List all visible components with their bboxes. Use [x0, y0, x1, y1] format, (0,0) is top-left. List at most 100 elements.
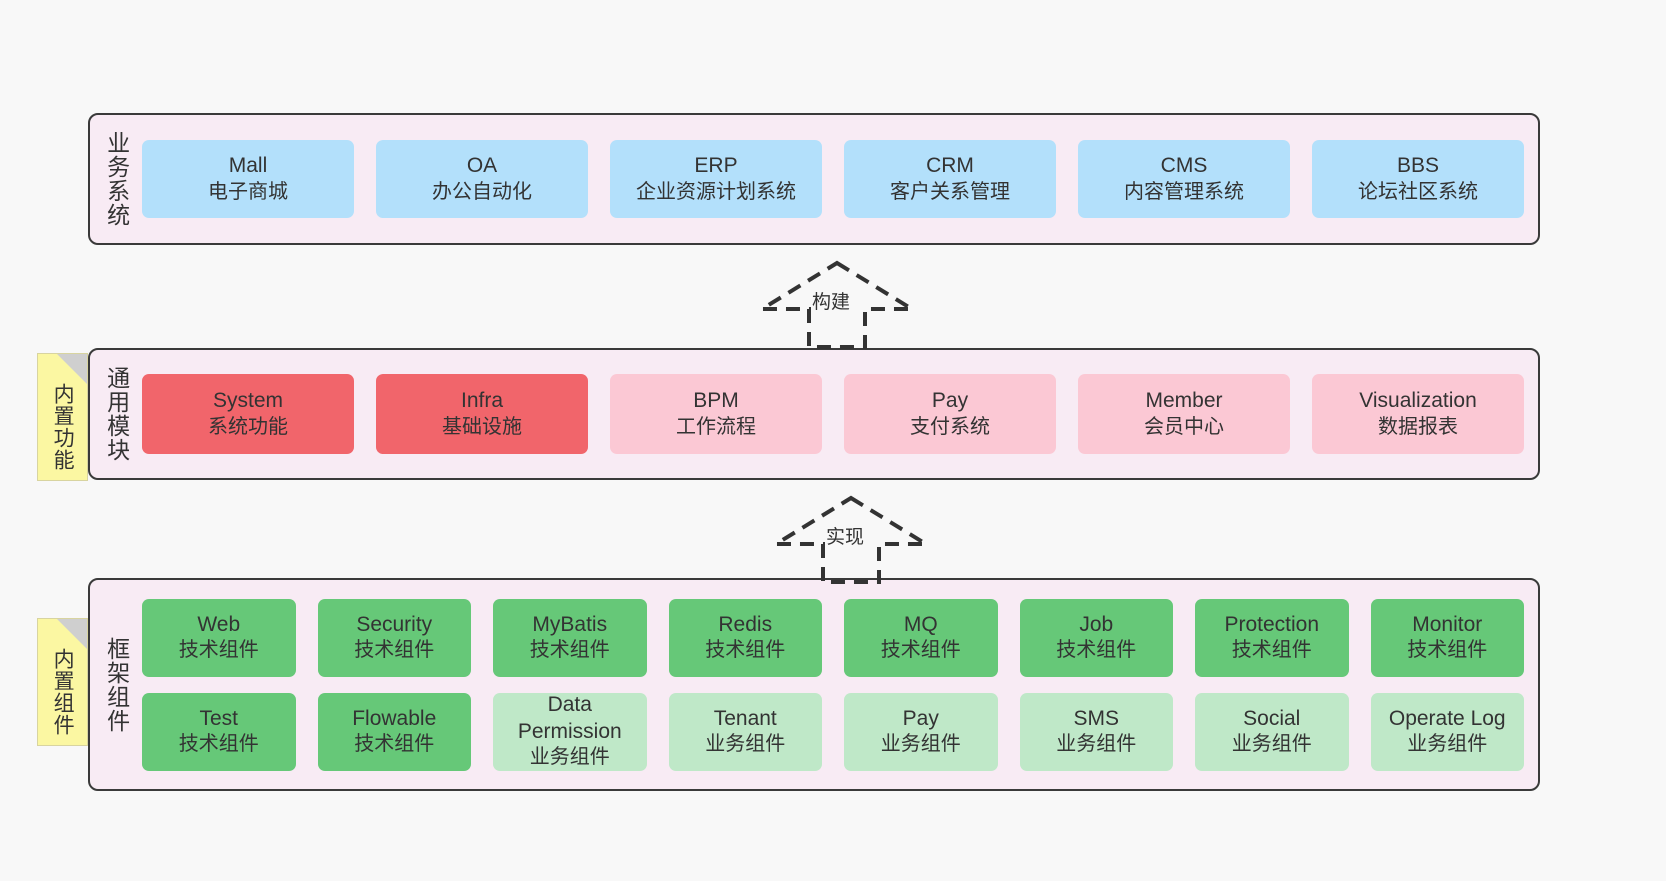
box-subtitle: 办公自动化	[432, 180, 532, 203]
box-visualization[interactable]: Visualization 数据报表	[1312, 374, 1524, 454]
box-pay-business[interactable]: Pay 业务组件	[844, 692, 998, 771]
box-title: BPM	[693, 389, 739, 413]
layer-title-framework-component: 框架组件	[103, 636, 130, 733]
box-pay[interactable]: Pay 支付系统	[844, 374, 1056, 454]
box-subtitle: 技术组件	[1407, 639, 1488, 662]
connector-build-label: 构建	[812, 292, 851, 313]
box-data-permission[interactable]: Data Permission 业务组件	[493, 692, 647, 771]
folded-corner-icon	[57, 619, 87, 649]
box-title: Job	[1079, 612, 1114, 636]
layer-body-business-system: Mall 电子商城 OA 办公自动化 ERP 企业资源计划系统 CRM 客户关系…	[142, 115, 1538, 243]
box-title: CRM	[926, 154, 974, 178]
note-builtin-function: 内置功能	[37, 353, 88, 481]
box-bpm[interactable]: BPM 工作流程	[610, 374, 822, 454]
box-system[interactable]: System 系统功能	[142, 374, 354, 454]
box-subtitle: 会员中心	[1144, 415, 1224, 438]
dashed-hollow-arrow-icon	[768, 495, 934, 584]
connector-realize: 实现	[766, 492, 936, 588]
box-mall[interactable]: Mall 电子商城	[142, 140, 354, 218]
box-subtitle: 内容管理系统	[1124, 180, 1244, 203]
layer-common-module: 通用模块 System 系统功能 Infra 基础设施 BPM 工作流程 Pay…	[88, 348, 1540, 480]
box-title: Pay	[931, 389, 969, 413]
box-subtitle: 业务组件	[705, 733, 786, 756]
box-subtitle: 业务组件	[1056, 733, 1137, 756]
box-monitor[interactable]: Monitor 技术组件	[1370, 598, 1524, 677]
box-flowable[interactable]: Flowable 技术组件	[317, 692, 471, 771]
layer-body-framework-component: Web 技术组件 Security 技术组件 MyBatis 技术组件 Redi…	[142, 580, 1538, 789]
box-subtitle: 论坛社区系统	[1358, 180, 1478, 203]
box-subtitle: 基础设施	[442, 415, 522, 438]
folded-corner-icon	[57, 354, 87, 384]
box-title: Visualization	[1359, 389, 1477, 413]
box-title: Monitor	[1412, 612, 1483, 636]
box-oa[interactable]: OA 办公自动化	[376, 140, 588, 218]
box-title: SMS	[1073, 706, 1119, 730]
box-web[interactable]: Web 技术组件	[142, 598, 296, 677]
box-subtitle: 业务组件	[1231, 733, 1312, 756]
box-title: ERP	[694, 154, 738, 178]
box-tenant[interactable]: Tenant 业务组件	[668, 692, 822, 771]
box-title: MyBatis	[532, 612, 608, 636]
box-title: Member	[1145, 389, 1223, 413]
box-title: Protection	[1224, 612, 1320, 636]
box-erp[interactable]: ERP 企业资源计划系统	[610, 140, 822, 218]
box-subtitle: 支付系统	[910, 415, 990, 438]
box-subtitle: 技术组件	[880, 639, 961, 662]
box-crm[interactable]: CRM 客户关系管理	[844, 140, 1056, 218]
box-title: MQ	[903, 612, 938, 636]
box-subtitle: 技术组件	[178, 639, 259, 662]
box-subtitle: 电子商城	[208, 180, 288, 203]
box-subtitle: 业务组件	[1407, 733, 1488, 756]
box-protection[interactable]: Protection 技术组件	[1195, 598, 1349, 677]
note-builtin-component: 内置组件	[37, 618, 88, 746]
box-subtitle: 系统功能	[208, 415, 288, 438]
box-infra[interactable]: Infra 基础设施	[376, 374, 588, 454]
box-operate-log[interactable]: Operate Log 业务组件	[1370, 692, 1524, 771]
box-social[interactable]: Social 业务组件	[1195, 692, 1349, 771]
box-title: Flowable	[352, 706, 437, 730]
box-redis[interactable]: Redis 技术组件	[668, 598, 822, 677]
box-title: Infra	[460, 389, 504, 413]
box-title: Security	[356, 612, 433, 636]
box-mybatis[interactable]: MyBatis 技术组件	[493, 598, 647, 677]
layer-body-common-module: System 系统功能 Infra 基础设施 BPM 工作流程 Pay 支付系统…	[142, 350, 1538, 478]
box-title: Social	[1243, 706, 1301, 730]
box-title: Mall	[228, 154, 268, 178]
box-sms[interactable]: SMS 业务组件	[1019, 692, 1173, 771]
box-member[interactable]: Member 会员中心	[1078, 374, 1290, 454]
box-subtitle: 技术组件	[354, 733, 435, 756]
box-cms[interactable]: CMS 内容管理系统	[1078, 140, 1290, 218]
row: Web 技术组件 Security 技术组件 MyBatis 技术组件 Redi…	[142, 598, 1524, 677]
dashed-hollow-arrow-icon	[754, 260, 920, 349]
box-test[interactable]: Test 技术组件	[142, 692, 296, 771]
box-bbs[interactable]: BBS 论坛社区系统	[1312, 140, 1524, 218]
box-title: Operate Log	[1388, 706, 1506, 730]
box-title: OA	[466, 154, 498, 178]
box-subtitle: 技术组件	[1231, 639, 1312, 662]
box-title: Pay	[902, 706, 939, 730]
box-title: Web	[197, 612, 241, 636]
layer-title-common-module: 通用模块	[103, 366, 130, 462]
layer-business-system: 业务系统 Mall 电子商城 OA 办公自动化 ERP 企业资源计划系统 CRM…	[88, 113, 1540, 245]
box-mq[interactable]: MQ 技术组件	[844, 598, 998, 677]
box-title: Redis	[718, 612, 773, 636]
box-subtitle: 技术组件	[705, 639, 786, 662]
layer-framework-component: 框架组件 Web 技术组件 Security 技术组件 MyBatis 技术组件…	[88, 578, 1540, 791]
note-label: 内置功能	[51, 383, 75, 471]
row: Mall 电子商城 OA 办公自动化 ERP 企业资源计划系统 CRM 客户关系…	[142, 140, 1524, 218]
box-subtitle: 业务组件	[529, 746, 610, 769]
box-title: CMS	[1160, 154, 1208, 178]
row: Test 技术组件 Flowable 技术组件 Data Permission …	[142, 692, 1524, 771]
box-subtitle: 技术组件	[178, 733, 259, 756]
note-label: 内置组件	[51, 648, 75, 736]
box-subtitle: 客户关系管理	[890, 180, 1010, 203]
box-subtitle: 业务组件	[880, 733, 961, 756]
layer-title-business-system: 业务系统	[103, 131, 130, 227]
connector-realize-label: 实现	[826, 527, 865, 548]
box-title: Test	[199, 706, 238, 730]
row: System 系统功能 Infra 基础设施 BPM 工作流程 Pay 支付系统…	[142, 374, 1524, 454]
box-job[interactable]: Job 技术组件	[1019, 598, 1173, 677]
box-subtitle: 工作流程	[676, 415, 756, 438]
box-security[interactable]: Security 技术组件	[317, 598, 471, 677]
box-subtitle: 数据报表	[1378, 415, 1458, 438]
